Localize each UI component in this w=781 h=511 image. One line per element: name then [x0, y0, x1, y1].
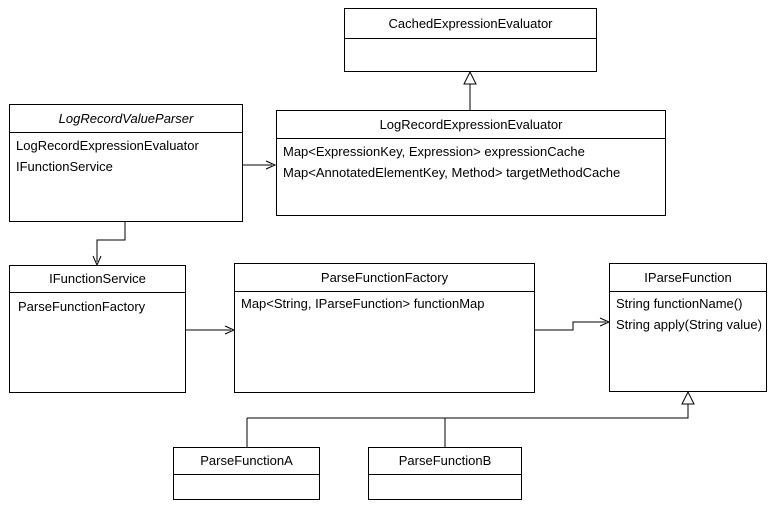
member-expression-cache: Map<ExpressionKey, Expression> expressio…: [283, 144, 585, 159]
member-apply: String apply(String value): [616, 317, 762, 332]
class-cached-expression-evaluator[interactable]: CachedExpressionEvaluator: [344, 8, 597, 72]
class-header: LogRecordExpressionEvaluator: [277, 111, 665, 139]
class-members: LogRecordExpressionEvaluator IFunctionSe…: [16, 135, 238, 177]
class-header: LogRecordValueParser: [10, 105, 242, 133]
class-parse-function-factory[interactable]: ParseFunctionFactory Map<String, IParseF…: [234, 263, 535, 393]
class-name: ParseFunctionFactory: [320, 270, 449, 285]
member-function-name: String functionName(): [616, 296, 743, 311]
class-name: LogRecordValueParser: [58, 111, 194, 126]
class-name: ParseFunctionB: [398, 453, 492, 468]
class-name: CachedExpressionEvaluator: [388, 16, 553, 31]
class-log-record-expression-evaluator[interactable]: LogRecordExpressionEvaluator Map<Express…: [276, 110, 666, 216]
class-parse-function-b[interactable]: ParseFunctionB: [368, 447, 522, 500]
inherit-line-shared: [247, 404, 689, 419]
class-header: IParseFunction: [610, 264, 766, 292]
assoc-arrowhead-parser-evaluator: [265, 160, 277, 170]
class-members: ParseFunctionFactory: [18, 296, 181, 317]
assoc-line-parser-service: [96, 222, 126, 262]
member-target-method-cache: Map<AnnotatedElementKey, Method> targetM…: [283, 165, 621, 180]
class-header: ParseFunctionFactory: [235, 264, 534, 292]
class-header: IFunctionService: [10, 266, 185, 293]
class-members: String functionName() String apply(Strin…: [616, 293, 762, 335]
member-parse-function-factory: ParseFunctionFactory: [18, 299, 146, 314]
class-header: CachedExpressionEvaluator: [345, 9, 596, 39]
class-name: IFunctionService: [49, 271, 146, 286]
class-iparse-function[interactable]: IParseFunction String functionName() Str…: [609, 263, 767, 392]
assoc-line-factory-function: [535, 321, 606, 331]
member-function-map: Map<String, IParseFunction> functionMap: [241, 296, 485, 311]
class-header: ParseFunctionB: [369, 448, 521, 475]
inherit-arrowhead-evaluator: [463, 70, 477, 85]
member-log-record-expression-evaluator: LogRecordExpressionEvaluator: [16, 138, 199, 153]
class-members: Map<ExpressionKey, Expression> expressio…: [283, 141, 661, 183]
class-name: LogRecordExpressionEvaluator: [379, 117, 563, 132]
class-header: ParseFunctionA: [174, 448, 319, 475]
class-members: Map<String, IParseFunction> functionMap: [241, 293, 530, 314]
class-parse-function-a[interactable]: ParseFunctionA: [173, 447, 320, 500]
class-ifunction-service[interactable]: IFunctionService ParseFunctionFactory: [9, 265, 186, 393]
class-name: ParseFunctionA: [200, 453, 293, 468]
class-name: IParseFunction: [644, 270, 732, 285]
class-log-record-value-parser[interactable]: LogRecordValueParser LogRecordExpression…: [9, 104, 243, 222]
member-ifunction-service: IFunctionService: [16, 159, 113, 174]
inherit-arrowhead-function: [681, 390, 695, 405]
